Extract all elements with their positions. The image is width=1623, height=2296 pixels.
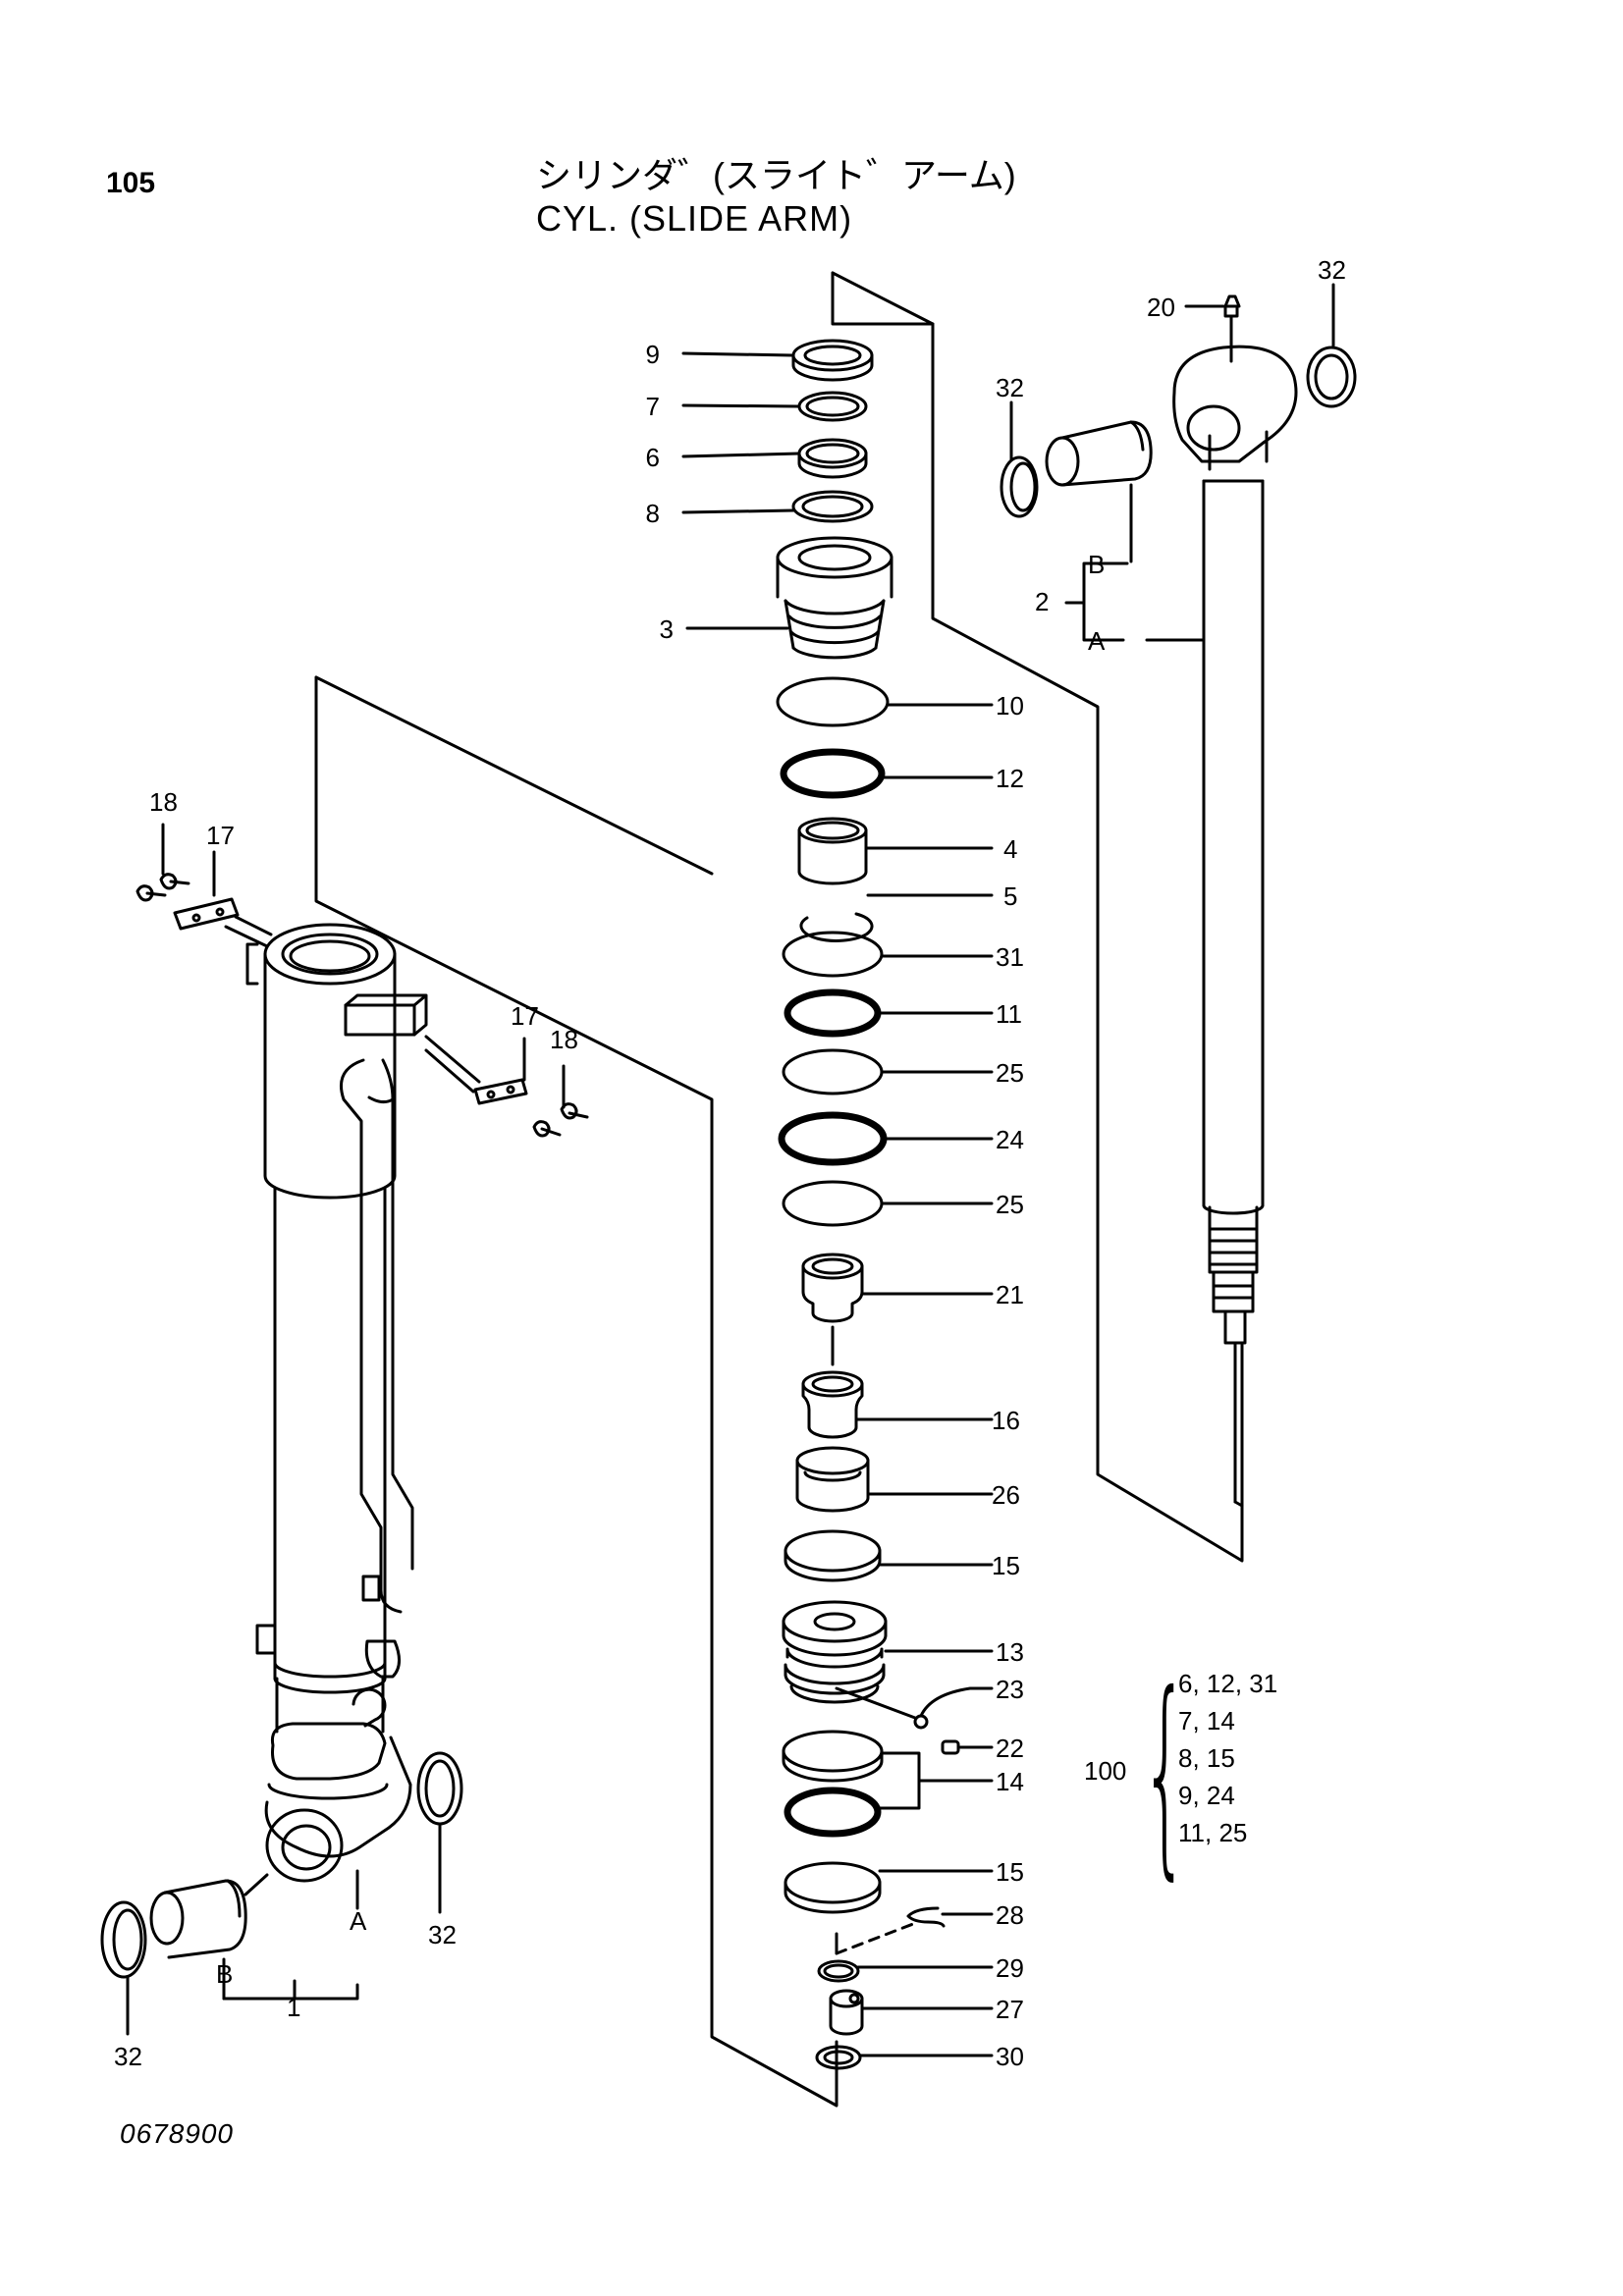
callout-5: 5 <box>1003 881 1017 911</box>
callout-18-left: 18 <box>149 787 178 817</box>
seal-kit-number: 100 <box>1084 1756 1127 1786</box>
callout-32-bottom-right: 32 <box>428 1920 457 1949</box>
callout-25-upper: 25 <box>996 1058 1024 1088</box>
seal-kit-items: 6, 12, 31 7, 14 8, 15 9, 24 11, 25 <box>1178 1665 1277 1851</box>
title-english: CYL. (SLIDE ARM) <box>536 198 853 239</box>
callout-32-top-right: 32 <box>1318 255 1346 285</box>
page-number: 105 <box>106 167 156 199</box>
callout-labels: 9 7 6 8 3 10 12 4 5 31 11 25 24 25 21 16… <box>114 255 1346 2071</box>
seal-kit-item: 11, 25 <box>1178 1818 1248 1847</box>
callout-10: 10 <box>996 691 1024 721</box>
seal-kit-item: 9, 24 <box>1178 1781 1235 1810</box>
callout-26: 26 <box>992 1480 1020 1510</box>
callout-8: 8 <box>646 499 660 528</box>
callout-12: 12 <box>996 764 1024 793</box>
callout-21: 21 <box>996 1280 1024 1309</box>
callout-29: 29 <box>996 1953 1024 1983</box>
callout-2-a: A <box>1088 626 1106 656</box>
callout-27: 27 <box>996 1995 1024 2024</box>
callout-15-upper: 15 <box>992 1551 1020 1580</box>
seal-kit-item: 6, 12, 31 <box>1178 1669 1278 1698</box>
callout-30: 30 <box>996 2042 1024 2071</box>
callout-32-top-left: 32 <box>996 373 1024 402</box>
callout-7: 7 <box>646 392 660 421</box>
callout-32-bottom-left: 32 <box>114 2042 142 2071</box>
callout-6: 6 <box>646 443 660 472</box>
callout-22: 22 <box>996 1734 1024 1763</box>
callout-2-b: B <box>1088 550 1105 579</box>
callout-4: 4 <box>1003 834 1017 864</box>
callout-20: 20 <box>1147 293 1175 322</box>
brace-icon: { <box>1141 1647 1189 1898</box>
seal-kit-item: 7, 14 <box>1178 1706 1235 1735</box>
callout-1-b: B <box>216 1959 233 1989</box>
callout-2: 2 <box>1035 587 1049 616</box>
callout-16: 16 <box>992 1406 1020 1435</box>
callout-9: 9 <box>646 340 660 369</box>
callout-28: 28 <box>996 1900 1024 1930</box>
callout-24: 24 <box>996 1125 1024 1154</box>
callout-15-lower: 15 <box>996 1857 1024 1887</box>
callout-17-right: 17 <box>511 1001 539 1031</box>
seal-kit-item: 8, 15 <box>1178 1743 1235 1773</box>
left-group-frame <box>314 675 839 2108</box>
callout-1-a: A <box>350 1906 367 1936</box>
callout-1: 1 <box>287 1993 300 2022</box>
callout-23: 23 <box>996 1675 1024 1704</box>
callout-13: 13 <box>996 1637 1024 1667</box>
callout-11: 11 <box>996 999 1022 1029</box>
callout-25-lower: 25 <box>996 1190 1024 1219</box>
title-japanese: シリンダ゛(スライト゛アーム) <box>536 155 1016 195</box>
callout-31: 31 <box>996 942 1024 972</box>
callout-3: 3 <box>660 614 674 644</box>
center-group-frame <box>831 271 1244 1563</box>
drawing-number: 0678900 <box>120 2118 235 2149</box>
callout-14: 14 <box>996 1767 1024 1796</box>
callout-18-right: 18 <box>550 1025 578 1054</box>
callout-17-left: 17 <box>206 821 235 850</box>
